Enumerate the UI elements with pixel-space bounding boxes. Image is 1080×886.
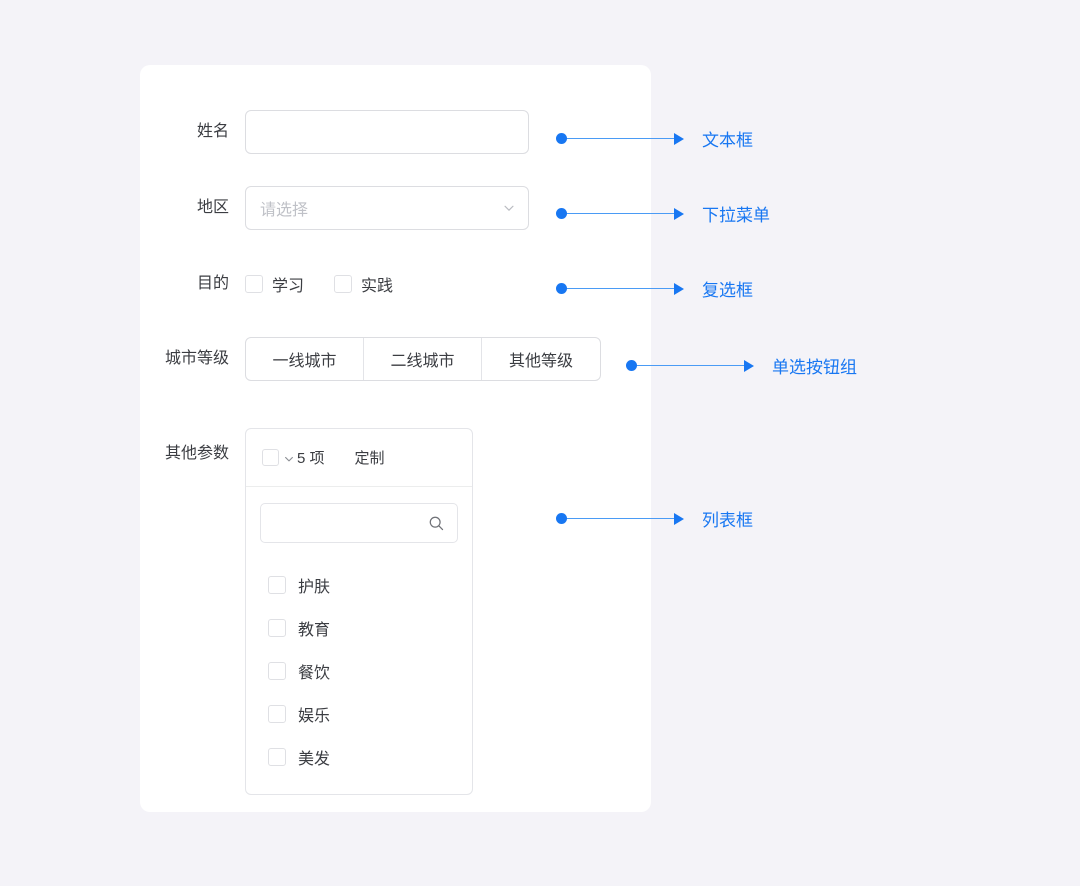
list-item[interactable]: 美发 [246,735,472,778]
checkbox-icon[interactable] [268,704,286,723]
listbox-count-text: 5 项 [297,450,325,467]
list-item[interactable]: 护肤 [246,563,472,606]
purpose-checkboxes: 学习 实践 [245,272,423,296]
annotation-label: 复选框 [702,281,753,300]
list-item-label: 护肤 [298,578,331,596]
arrow-right-icon [674,282,684,295]
form-row-name: 姓名 [140,110,529,154]
listbox-items: 护肤 教育 餐饮 娱乐 美发 [246,549,472,794]
chevron-down-icon [502,201,516,215]
region-select-value: 请选择 [260,202,309,219]
checkbox-icon[interactable] [334,275,353,293]
listbox-custom-button[interactable]: 定制 [354,450,385,467]
annotation-line [637,364,745,367]
search-icon[interactable] [428,515,445,532]
annotation-line [567,517,675,520]
checkbox-label: 学习 [272,278,305,295]
annotation-dropdown: 下拉菜单 [556,201,770,226]
annotation-dot [626,360,637,371]
list-item[interactable]: 教育 [246,606,472,649]
checkbox-icon[interactable] [268,575,286,594]
checkbox-label: 实践 [361,278,394,295]
label-purpose: 目的 [196,275,229,293]
list-item-label: 餐饮 [298,664,331,682]
listbox-search-input[interactable] [260,503,458,543]
arrow-right-icon [744,359,754,372]
annotation-dot [556,283,567,294]
label-region: 地区 [196,199,229,217]
radio-option-tier2[interactable]: 二线城市 [364,338,482,380]
annotation-dot [556,208,567,219]
list-item-label: 教育 [298,621,331,639]
checkbox-icon[interactable] [268,747,286,766]
annotation-line [567,212,675,215]
form-row-other: 其他参数 5 项 定制 [140,428,473,795]
region-select[interactable]: 请选择 [245,186,529,230]
listbox-search-area [246,487,472,549]
other-listbox: 5 项 定制 护肤 [245,428,473,795]
label-name: 姓名 [196,123,229,141]
annotation-label: 单选按钮组 [772,358,857,377]
checkbox-item-study[interactable]: 学习 [245,272,304,296]
list-item[interactable]: 餐饮 [246,649,472,692]
form-row-city: 城市等级 一线城市 二线城市 其他等级 [140,337,601,381]
arrow-right-icon [674,132,684,145]
annotation-label: 列表框 [702,511,753,530]
listbox-header: 5 项 定制 [246,429,472,487]
radio-option-tier1[interactable]: 一线城市 [246,338,364,380]
annotation-dot [556,133,567,144]
annotation-line [567,287,675,290]
form-row-region: 地区 请选择 [140,186,529,230]
form-row-purpose: 目的 学习 实践 [140,272,423,296]
arrow-right-icon [674,207,684,220]
list-item[interactable]: 娱乐 [246,692,472,735]
checkbox-icon[interactable] [268,618,286,637]
arrow-right-icon [674,512,684,525]
chevron-down-icon[interactable] [283,452,295,464]
annotation-dot [556,513,567,524]
annotation-textbox: 文本框 [556,126,753,151]
city-radio-group: 一线城市 二线城市 其他等级 [245,337,601,381]
annotation-checkbox: 复选框 [556,276,753,301]
radio-option-other[interactable]: 其他等级 [508,353,573,370]
annotation-line [567,137,675,140]
label-other: 其他参数 [164,445,229,462]
annotation-radiogroup: 单选按钮组 [626,353,857,378]
checkbox-item-practice[interactable]: 实践 [334,272,393,296]
select-all-checkbox-icon[interactable] [262,449,279,466]
list-item-label: 娱乐 [298,707,331,725]
checkbox-icon[interactable] [268,661,286,680]
label-city: 城市等级 [164,350,229,368]
annotation-label: 下拉菜单 [702,206,770,225]
name-input[interactable] [245,110,529,154]
checkbox-icon[interactable] [245,275,263,293]
annotation-label: 文本框 [702,131,753,150]
list-item-label: 美发 [298,750,331,768]
annotation-listbox: 列表框 [556,506,753,531]
